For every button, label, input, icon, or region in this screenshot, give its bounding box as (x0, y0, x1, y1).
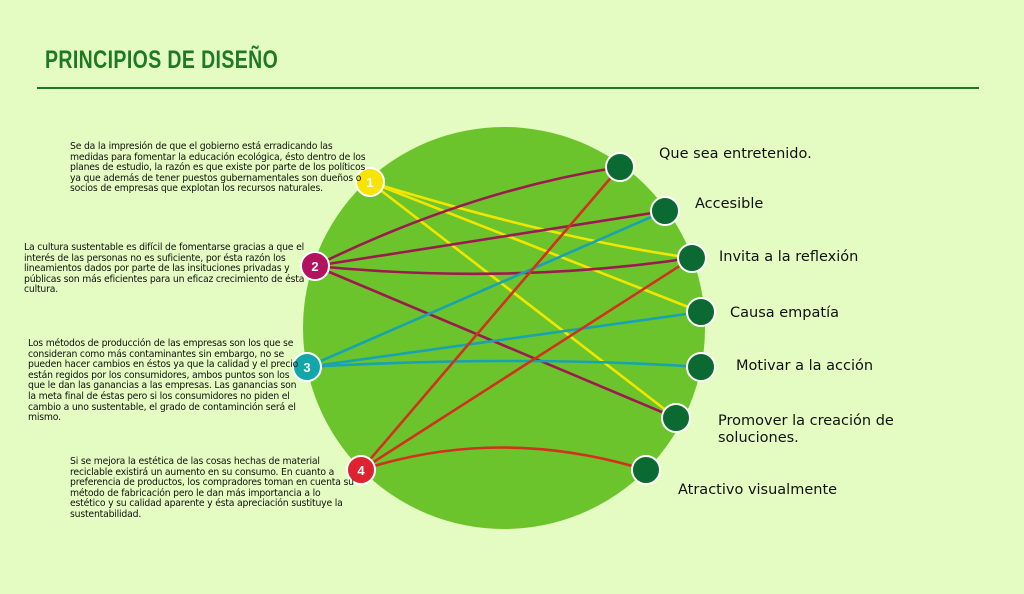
principle-label-3: Invita a la reflexión (719, 249, 859, 265)
principle-description-1: Se da la impresión de que el gobierno es… (70, 141, 366, 195)
principle-label-6: Promover la creación de soluciones. (718, 413, 894, 446)
node-number: 3 (303, 360, 310, 375)
right-node-3 (677, 243, 707, 273)
principle-label-1: Que sea entretenido. (659, 146, 812, 162)
title-divider (37, 87, 979, 89)
principle-label-5: Motivar a la acción (736, 358, 874, 374)
right-node-6 (661, 403, 691, 433)
node-number: 1 (366, 175, 373, 190)
left-node-3: 3 (292, 352, 322, 382)
node-number: 4 (357, 463, 365, 478)
connection-line (306, 359, 702, 369)
connection-line (314, 256, 693, 276)
principle-description-4: Si se mejora la estética de las cosas he… (70, 456, 354, 520)
node-circle (292, 352, 322, 382)
connection-line (369, 180, 677, 420)
connection-line (306, 209, 666, 369)
principle-description-2: La cultura sustentable es difícil de fom… (24, 242, 305, 296)
right-node-7 (631, 455, 661, 485)
connection-line (314, 165, 621, 268)
right-node-1 (605, 152, 635, 182)
left-node-1: 1 (355, 167, 385, 197)
right-node-2 (650, 196, 680, 226)
page-title: PRINCIPIOS DE DISEÑO (45, 46, 279, 74)
right-node-5 (686, 352, 716, 382)
connection-line (314, 209, 666, 268)
connection-line (369, 180, 702, 314)
connection-line (360, 446, 647, 472)
node-circle (300, 251, 330, 281)
node-circle (346, 455, 376, 485)
node-circle (355, 167, 385, 197)
node-number: 2 (311, 259, 318, 274)
right-node-4 (686, 297, 716, 327)
connection-line (360, 166, 621, 471)
principle-description-3: Los métodos de producción de las empresa… (28, 338, 299, 424)
connection-line (306, 310, 702, 369)
connection-line (314, 264, 677, 420)
principle-label-4: Causa empatía (730, 305, 839, 321)
connection-line (360, 256, 693, 472)
left-node-2: 2 (300, 251, 330, 281)
left-node-4: 4 (346, 455, 376, 485)
principle-label-2: Accesible (695, 196, 764, 212)
principle-label-7: Atractivo visualmente (678, 482, 838, 498)
